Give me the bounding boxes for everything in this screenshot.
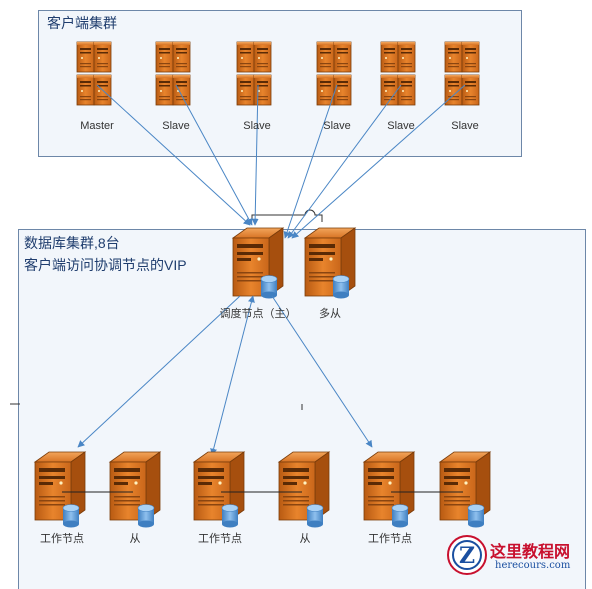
client-label-1: Master <box>80 120 114 132</box>
client-cluster: 客户端集群 <box>38 10 522 157</box>
worker-node-3 <box>363 451 415 528</box>
watermark-brand: 这里教程网 <box>490 542 571 561</box>
client-label-5: Slave <box>387 120 415 132</box>
client-server-3 <box>236 41 272 106</box>
database-cluster: 数据库集群,8台 客户端访问协调节点的VIP <box>18 229 586 589</box>
replica-node-1 <box>109 451 161 528</box>
client-server-2 <box>155 41 191 106</box>
worker-label-1: 工作节点 <box>40 533 84 545</box>
worker-node-1 <box>34 451 86 528</box>
db-cluster-subtitle: 客户端访问协调节点的VIP <box>24 257 187 273</box>
coordinator-arrows <box>77 295 373 456</box>
client-cluster-title: 客户端集群 <box>47 15 117 31</box>
db-cluster-title: 数据库集群,8台 <box>24 235 120 251</box>
replica-node-3 <box>439 451 491 528</box>
standby-label: 多从 <box>319 308 341 320</box>
client-label-4: Slave <box>323 120 351 132</box>
client-label-3: Slave <box>243 120 271 132</box>
coordinator-standby-server <box>304 227 356 299</box>
client-label-2: Slave <box>162 120 190 132</box>
coordinator-server <box>232 227 284 299</box>
client-server-1 <box>76 41 112 106</box>
worker-label-3: 工作节点 <box>368 533 412 545</box>
watermark-logo-icon: Z <box>447 535 487 575</box>
coordinator-label: 调度节点（主） <box>219 308 297 320</box>
replica-label-2: 从 <box>299 533 311 545</box>
client-label-6: Slave <box>451 120 479 132</box>
watermark-url: herecours.com <box>495 560 571 571</box>
client-server-6 <box>444 41 480 106</box>
client-server-4 <box>316 41 352 106</box>
worker-node-2 <box>193 451 245 528</box>
client-arrows <box>96 84 466 239</box>
svg-text:Z: Z <box>459 543 475 569</box>
replica-label-1: 从 <box>129 533 141 545</box>
worker-label-2: 工作节点 <box>198 533 242 545</box>
replica-node-2 <box>278 451 330 528</box>
client-server-5 <box>380 41 416 106</box>
